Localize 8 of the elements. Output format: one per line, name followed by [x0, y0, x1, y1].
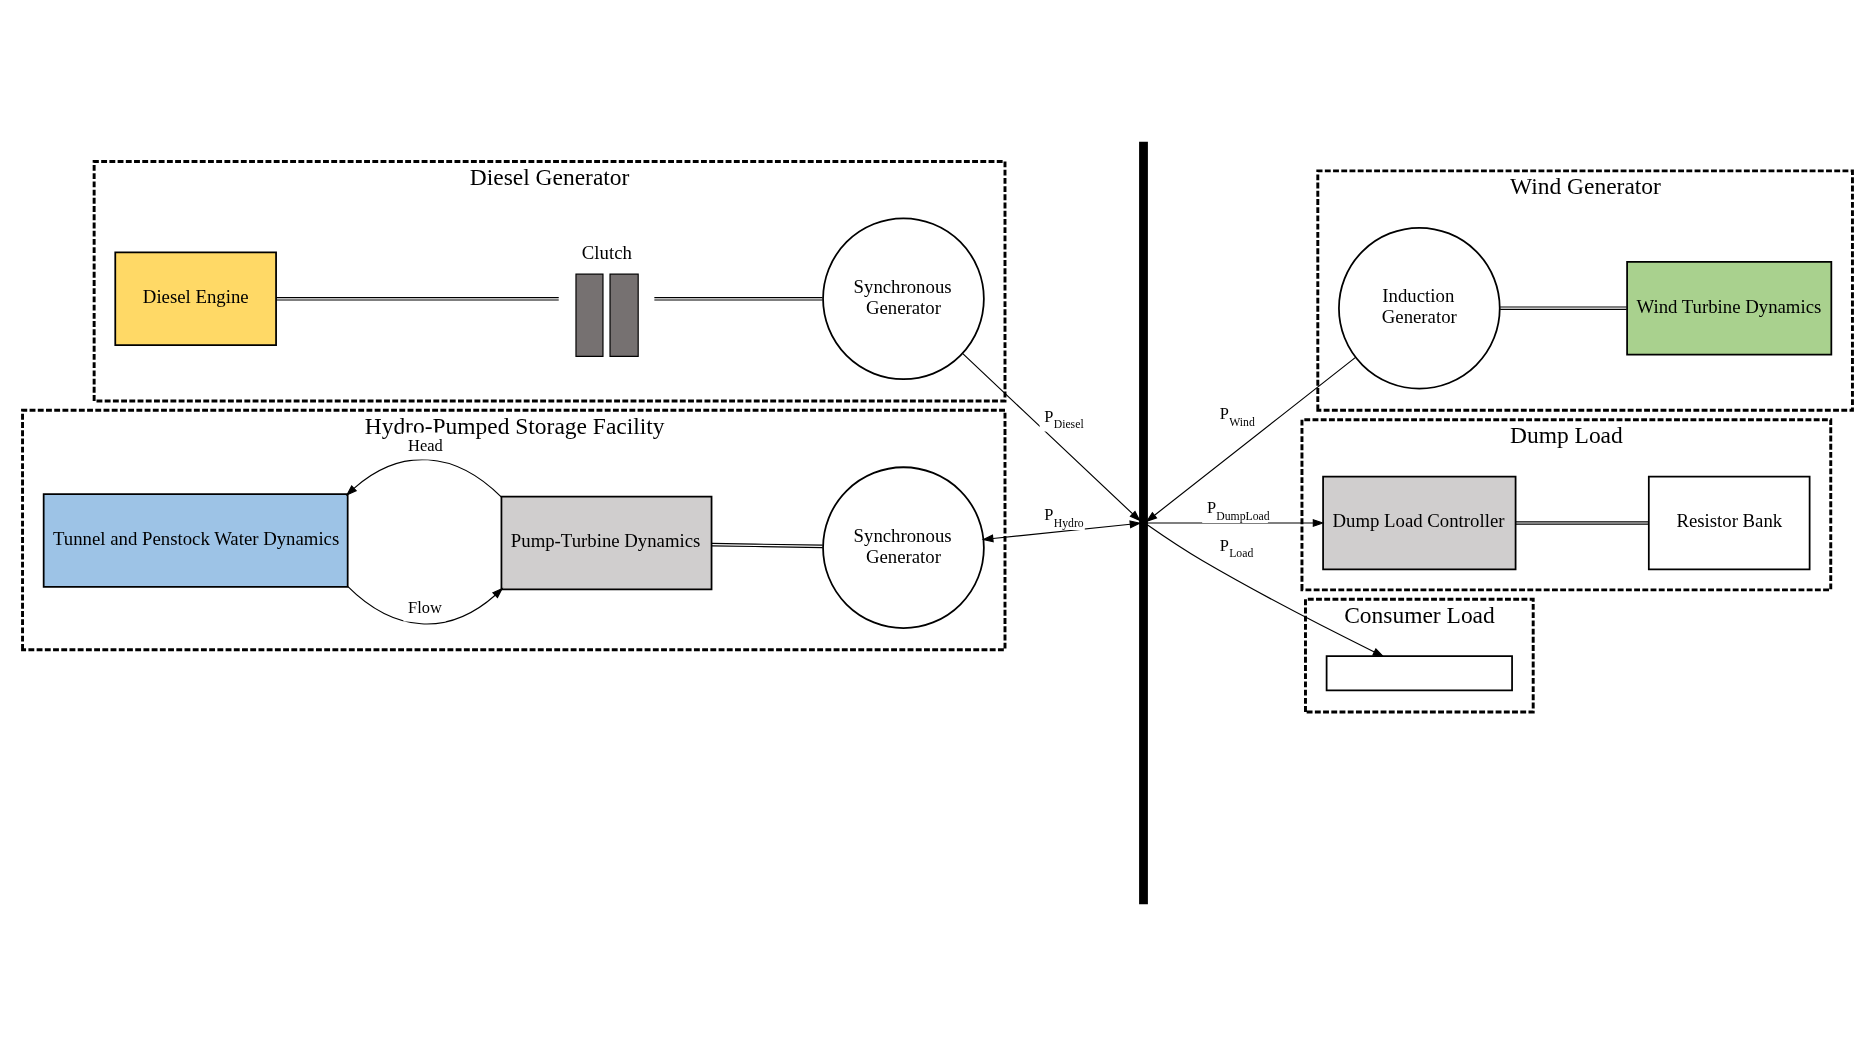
edge-label: Head: [408, 435, 443, 455]
node-label: Clutch: [581, 241, 632, 263]
edge-label: P$_{Wind}$: [1219, 403, 1255, 429]
edge-label: Flow: [408, 597, 442, 617]
edge-label: P$_{Load}$: [1219, 535, 1254, 560]
edge-label: P$_{Hydro}$: [1044, 504, 1084, 530]
edge-label: P$_{DumpLoad}$: [1206, 497, 1270, 523]
edge-label: P$_{Diesel}$: [1044, 406, 1084, 431]
